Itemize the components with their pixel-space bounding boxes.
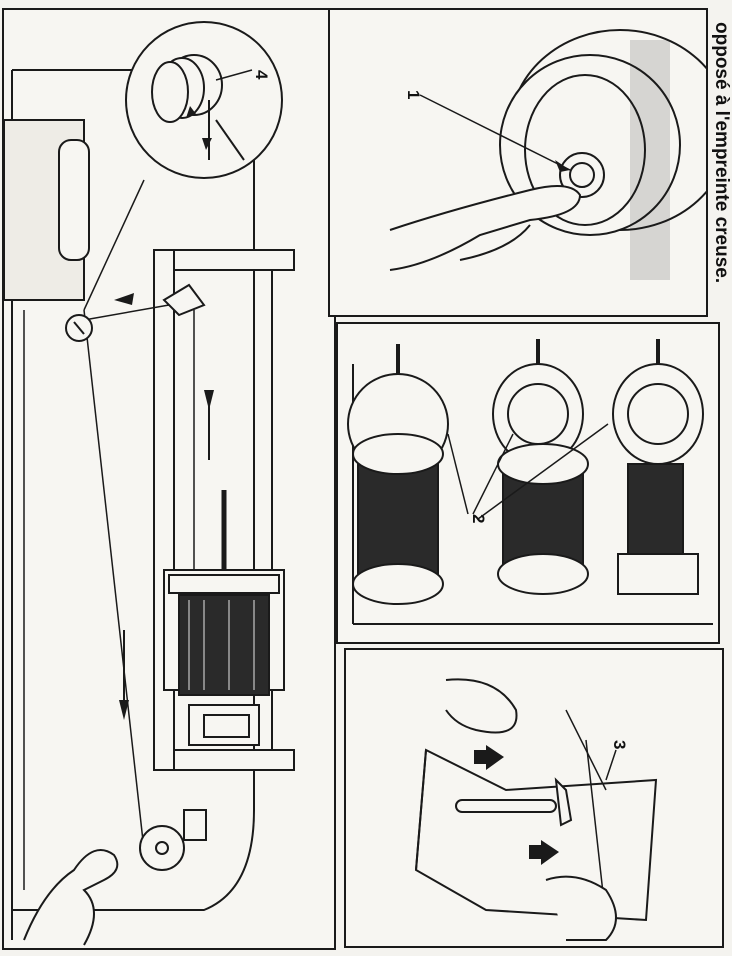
panel-thread-path: 4 (2, 8, 336, 950)
panel-step-3: 3 (344, 648, 724, 948)
thread-path-illustration: 4 (4, 10, 334, 948)
thread-cutter-illustration: 3 (346, 650, 722, 946)
panel-step-1: 1 (328, 8, 708, 317)
spool-rail (154, 250, 174, 770)
spool-row-3 (613, 364, 703, 594)
callout-1: 1 (404, 90, 423, 99)
finger (390, 186, 580, 270)
spool-caps-illustration: 2 (338, 324, 718, 642)
spool-row-2 (493, 364, 588, 594)
bobbin (140, 810, 206, 870)
spool-cap-illustration: 1 (330, 10, 706, 315)
spool-row-1 (348, 374, 448, 604)
cutter-block (416, 750, 656, 920)
hand (24, 850, 117, 945)
callout-2: 2 (469, 514, 488, 523)
hand-left (446, 679, 517, 732)
spool (164, 490, 284, 745)
callout-4: 4 (252, 70, 271, 80)
panel-step-2: 2 (336, 322, 720, 644)
page-heading: opposé à l'empreinte creuse. (710, 22, 732, 283)
callout-3: 3 (610, 740, 629, 749)
